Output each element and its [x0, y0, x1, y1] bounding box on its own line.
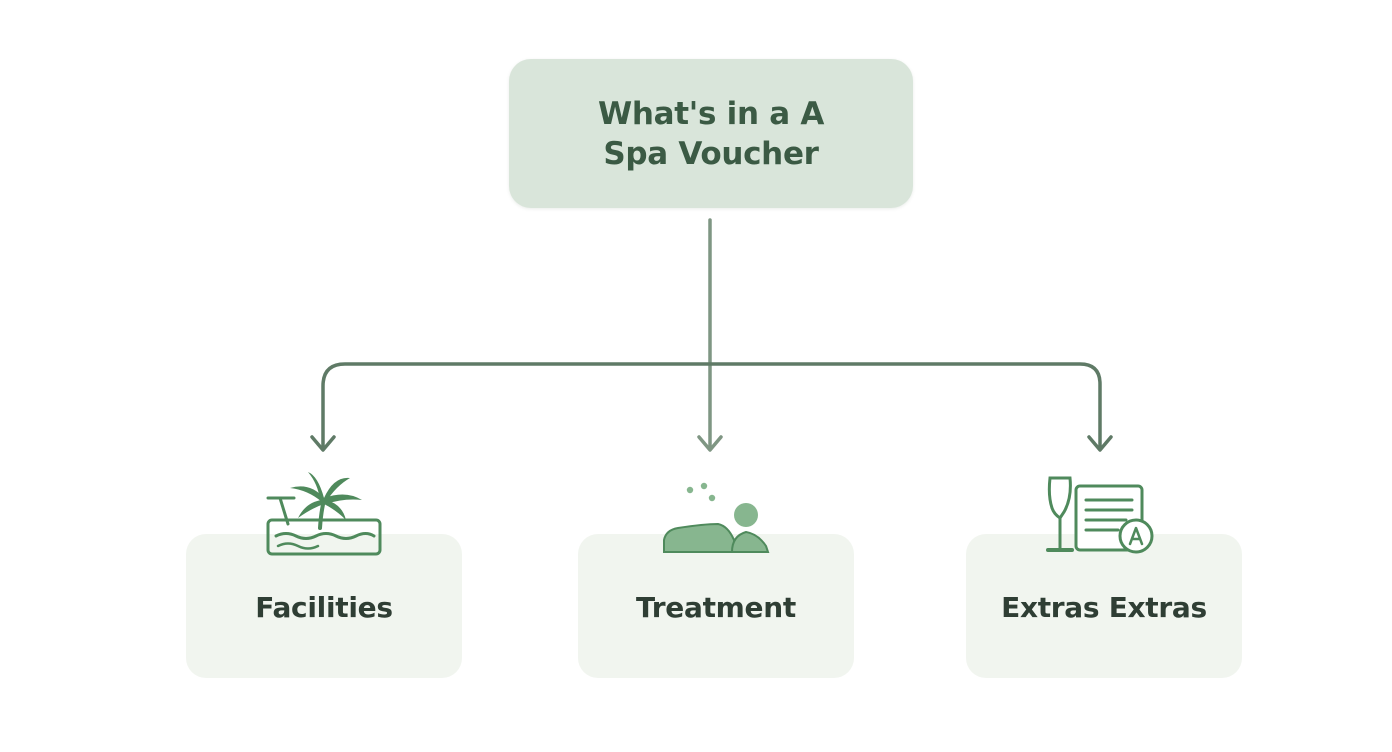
- arrowhead-right: [1087, 435, 1113, 452]
- treatment-label: Treatment: [636, 590, 796, 624]
- wine-glass-menu-icon: [1046, 476, 1154, 554]
- arrowhead-left: [310, 435, 336, 452]
- facilities-label: Facilities: [255, 590, 393, 624]
- root-node: What's in a A Spa Voucher: [509, 59, 913, 208]
- arrowhead-middle: [697, 435, 723, 452]
- horizontal-branch: [321, 362, 1102, 450]
- child-node-facilities: Facilities: [186, 534, 462, 678]
- child-node-extras: Extras Extras: [966, 534, 1242, 678]
- palm-tree-pool-icon: [266, 472, 382, 556]
- root-title: What's in a A Spa Voucher: [597, 95, 825, 172]
- child-node-treatment: Treatment: [578, 534, 854, 678]
- extras-label: Extras Extras: [1001, 590, 1207, 624]
- massage-person-icon: [663, 482, 770, 553]
